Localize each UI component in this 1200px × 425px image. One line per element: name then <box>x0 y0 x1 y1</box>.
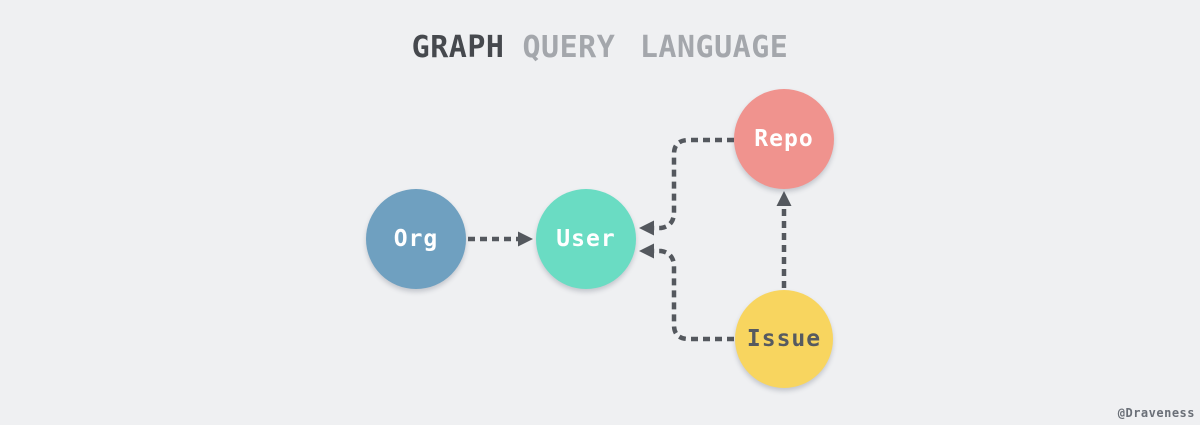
node-issue: Issue <box>735 290 833 388</box>
node-issue-label: Issue <box>746 326 822 352</box>
edge-org-user-arrowhead <box>518 231 533 247</box>
node-repo-label: Repo <box>754 126 814 152</box>
edge-issue-repo-arrowhead <box>776 191 792 206</box>
title-secondary: QUERY LANGUAGE <box>522 30 789 65</box>
node-user: User <box>536 189 636 289</box>
watermark: @Draveness <box>1117 406 1195 420</box>
title-primary: GRAPH <box>411 30 505 65</box>
edge-issue-user-line <box>653 248 734 342</box>
node-org: Org <box>366 189 466 289</box>
edge-repo-user-arrowhead <box>639 220 654 236</box>
node-org-label: Org <box>393 226 439 252</box>
page-title: GRAPH QUERY LANGUAGE <box>0 30 1200 65</box>
edge-issue-user-arrowhead <box>639 243 654 259</box>
node-repo: Repo <box>734 89 834 189</box>
node-user-label: User <box>556 226 616 252</box>
edge-repo-user-line <box>653 137 734 231</box>
